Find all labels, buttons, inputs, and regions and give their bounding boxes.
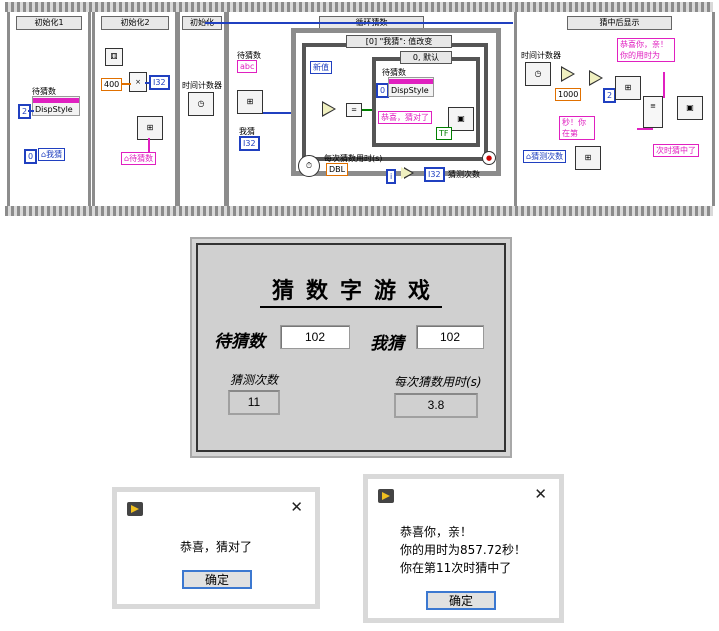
congrats-string-const[interactable]: 恭喜，猜对了 (378, 111, 432, 124)
house-icon: ⌂ (41, 150, 47, 159)
front-panel: 猜数字游戏 待猜数 102 我猜 102 猜测次数 11 每次猜数用时(s) 3… (190, 237, 512, 458)
divide-node[interactable] (589, 70, 603, 86)
concatenate-node[interactable]: ≡ (643, 96, 663, 128)
wo-guess-label: 我猜 (239, 127, 255, 136)
my-guess-label: 我猜 (370, 334, 404, 354)
guess-count-terminal[interactable]: I32 (424, 167, 445, 182)
stop-icon[interactable]: ● (482, 151, 496, 165)
number-to-string-icon[interactable]: ⊞ (137, 116, 163, 140)
target-string-terminal[interactable]: abc (237, 60, 258, 73)
congrats-msg-const[interactable]: 恭喜你，亲！你的用时为 (617, 38, 675, 62)
frame-title: 猜中后显示 (567, 16, 672, 30)
congrats-dialog: ✕ 恭喜，猜对了 确定 (112, 487, 320, 609)
result-dialog: ✕ 恭喜你，亲！ 你的用时为857.72秒！ 你在第11次时猜中了 确定 (363, 474, 564, 623)
guess-count-local[interactable]: ⌂猜测次数 (523, 150, 567, 163)
iteration-terminal[interactable]: i (386, 169, 397, 184)
dialog-icon[interactable]: ▣ (677, 96, 703, 120)
sequence-frame-init2[interactable]: 初始化2 ⚅ 400 × I32 ⊞ ⌂待猜数 (92, 12, 178, 206)
clock-icon[interactable]: ◷ (188, 92, 214, 116)
increment-node[interactable] (401, 167, 414, 179)
frame-title: 初始化1 (16, 16, 82, 30)
close-icon[interactable]: ✕ (290, 498, 303, 516)
stopwatch-icon[interactable]: ⏱ (298, 155, 320, 177)
close-icon[interactable]: ✕ (534, 485, 547, 503)
target-number-display: 102 (280, 325, 350, 349)
timer-wire (205, 22, 513, 24)
dispstyle-property-node[interactable]: DispStyle (32, 96, 80, 116)
compare-node[interactable] (322, 101, 336, 117)
dialog-message: 恭喜，猜对了 (179, 540, 252, 554)
dispstyle-text: DispStyle (35, 105, 73, 114)
guess-count-label: 猜测次数 (448, 170, 480, 179)
ok-button[interactable]: 确定 (182, 570, 252, 589)
while-loop[interactable]: [0] "我猜": 值改变 新值 = 0, 默认 待猜数 0 DispStyle… (291, 28, 501, 184)
dispstyle-property-node[interactable]: DispStyle (388, 77, 434, 97)
string-to-number-icon[interactable]: ⊞ (237, 90, 263, 114)
my-guess-input[interactable]: 102 (416, 325, 484, 349)
sequence-frame-init1[interactable]: 初始化1 待猜数 DispStyle 2 0 ⌂我猜 (7, 12, 91, 206)
target-string-local[interactable]: ⌂待猜数 (121, 152, 157, 165)
const-0[interactable]: 0 (24, 149, 38, 164)
labview-icon (127, 502, 143, 516)
event-structure[interactable]: [0] "我猜": 值改变 新值 = 0, 默认 待猜数 0 DispStyle… (302, 35, 488, 161)
target-label: 待猜数 (237, 51, 261, 60)
to-i32-node[interactable]: I32 (149, 75, 170, 90)
panel-decoration: 猜数字游戏 待猜数 102 我猜 102 猜测次数 11 每次猜数用时(s) 3… (196, 243, 506, 452)
block-diagram: 初始化1 待猜数 DispStyle 2 0 ⌂我猜 初始化2 ⚅ 400 × … (5, 2, 715, 216)
event-selector[interactable]: [0] "我猜": 值改变 (346, 35, 452, 48)
game-title: 猜数字游戏 (198, 273, 504, 308)
ok-button[interactable]: 确定 (426, 591, 496, 610)
wo-guess-terminal[interactable]: I32 (239, 136, 260, 151)
each-time-label: 每次猜数用时(s) (324, 154, 383, 163)
time-per-guess-display: 3.8 (394, 393, 478, 418)
timer-label: 时间计数器 (521, 51, 561, 60)
timer-label: 时间计数器 (182, 81, 222, 90)
abc-icon: abc (240, 62, 255, 71)
target-number-label: 待猜数 (214, 332, 265, 352)
const-400[interactable]: 400 (101, 78, 123, 91)
dialog-line-2: 你的用时为857.72秒！ (400, 543, 526, 557)
guess-count-display: 11 (228, 390, 280, 415)
sec-msg-const[interactable]: 秒！你在第 (559, 116, 595, 140)
subtract-node[interactable] (561, 66, 575, 82)
case-target-label: 待猜数 (382, 68, 406, 77)
times-msg-const[interactable]: 次时猜中了 (653, 144, 699, 157)
guess-count-label: 猜测次数 (230, 373, 279, 387)
case-structure[interactable]: 0, 默认 待猜数 0 DispStyle 恭喜，猜对了 ▣ TF (372, 51, 480, 147)
new-value-terminal[interactable]: 新值 (310, 61, 332, 74)
sequence-frame-show[interactable]: 猜中后显示 时间计数器 ◷ 1000 2 ⊞ 恭喜你，亲！你的用时为 秒！你在第… (514, 12, 715, 206)
wo-guess-local-variable[interactable]: ⌂我猜 (38, 148, 66, 161)
dice-icon: ⚅ (105, 48, 123, 66)
equal-node[interactable]: = (346, 103, 362, 117)
const-1000[interactable]: 1000 (555, 88, 582, 101)
house-icon: ⌂ (124, 154, 130, 163)
case-selector[interactable]: 0, 默认 (400, 51, 452, 64)
dialog-line-3: 你在第11次时猜中了 (400, 561, 512, 575)
number-to-fraction-string-icon[interactable]: ⊞ (615, 76, 641, 100)
house-icon: ⌂ (526, 152, 532, 161)
clock-icon[interactable]: ◷ (525, 62, 551, 86)
time-per-guess-label: 每次猜数用时(s) (394, 375, 482, 389)
true-const[interactable]: TF (436, 127, 452, 140)
dialog-icon[interactable]: ▣ (448, 107, 474, 131)
sequence-film-top (5, 2, 713, 12)
target-label: 待猜数 (32, 87, 56, 96)
sequence-film-bottom (5, 206, 713, 216)
dialog-line-1: 恭喜你，亲！ (400, 525, 473, 539)
each-time-terminal[interactable]: DBL (326, 163, 349, 176)
frame-title: 初始化2 (101, 16, 169, 30)
sequence-frame-loop-guess[interactable]: 循环猜数 待猜数 abc ⊞ 我猜 I32 [0] "我猜": 值改变 新值 =… (226, 12, 517, 206)
number-to-string-icon[interactable]: ⊞ (575, 146, 601, 170)
labview-icon (378, 489, 394, 503)
sequence-frame-init[interactable]: 初始化 时间计数器 ◷ (177, 12, 227, 206)
